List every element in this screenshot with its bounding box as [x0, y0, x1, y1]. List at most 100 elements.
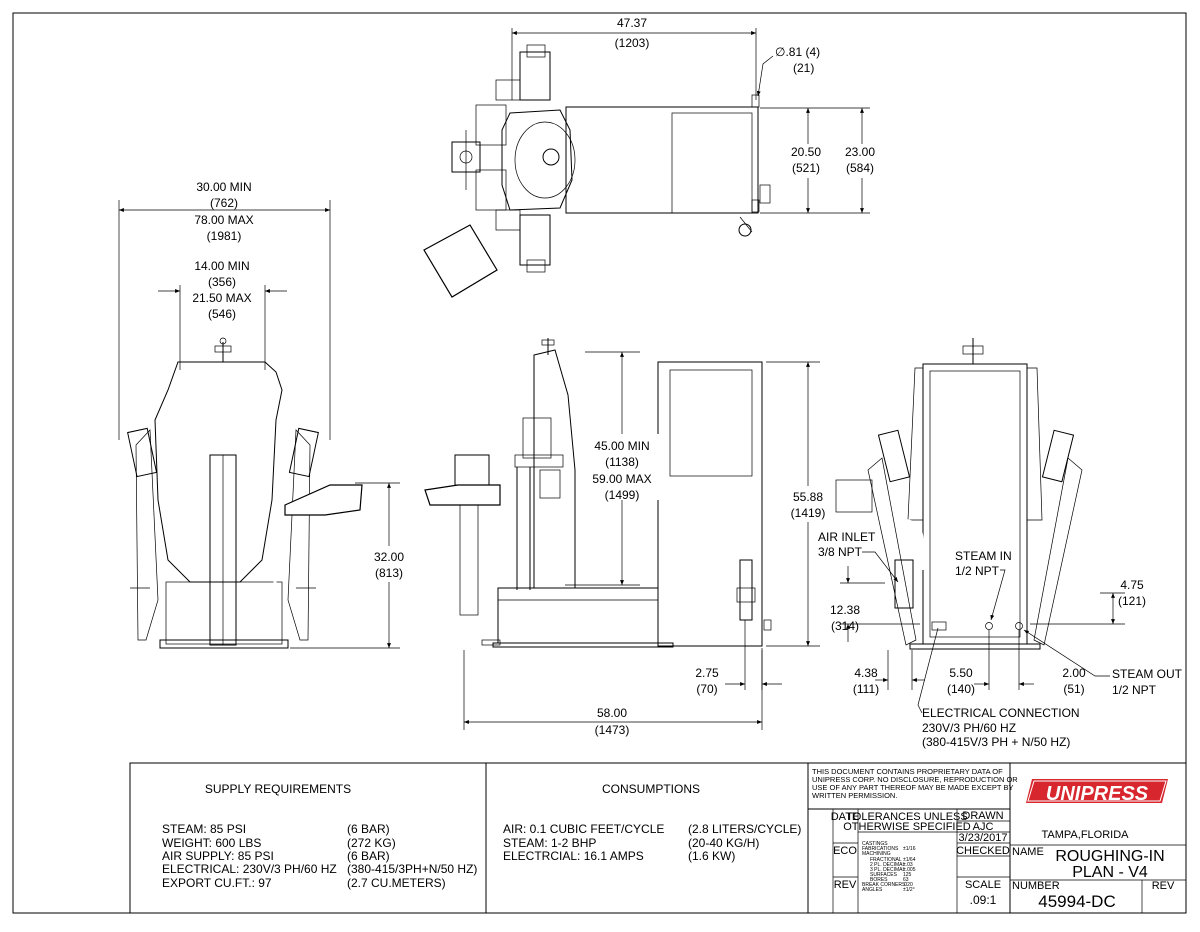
tol-item-value: ±1/2° — [903, 887, 915, 893]
consumption-row-value: (20-40 KG/H) — [688, 836, 759, 850]
supply-row-label: WEIGHT: 600 LBS — [162, 836, 261, 850]
tol-item-value: ±1/16 — [903, 846, 916, 852]
tol-item-label: 3 PL. DECIMAL — [870, 867, 906, 873]
steam-out-npt: 1/2 NPT — [1112, 683, 1157, 697]
top-depth2-in: 23.00 — [845, 145, 875, 159]
top-width-in: 47.37 — [617, 16, 647, 30]
proprietary-notice-line: THIS DOCUMENT CONTAINS PROPRIETARY DATA … — [812, 767, 1003, 776]
tol-item-value: 63 — [903, 877, 909, 883]
rear-height-in: 12.38 — [830, 603, 860, 617]
drawing-name-line2: PLAN - V4 — [1072, 864, 1148, 881]
proprietary-notice-line: UNIPRESS CORP. NO DISCLOSURE, REPRODUCTI… — [812, 775, 1018, 784]
tol-item-label: BORES — [870, 877, 888, 883]
side-offset-in: 2.75 — [695, 666, 719, 680]
drawn-date: 3/23/2017 — [959, 832, 1008, 844]
proprietary-notice-line: WRITTEN PERMISSION. — [812, 791, 897, 800]
supply-row-label: EXPORT CU.FT.: 97 — [162, 876, 272, 890]
rear-steam-spacing-in: 2.00 — [1062, 666, 1086, 680]
supply-row-value: (380-415/3PH+N/50 HZ) — [347, 862, 477, 876]
rear-outlet-height-in: 4.75 — [1120, 578, 1144, 592]
tol-item-value: ±.005 — [903, 867, 916, 873]
unipress-logo: UNIPRESS — [1026, 779, 1168, 805]
front-height-mm: (813) — [375, 566, 403, 580]
tol-item-label: FRACTIONAL — [870, 857, 902, 863]
supply-row-value: (272 KG) — [347, 836, 396, 850]
consumption-row-label: AIR: 0.1 CUBIC FEET/CYCLE — [503, 822, 664, 836]
name-label: NAME — [1012, 846, 1044, 858]
steam-in-label: STEAM IN — [955, 549, 1012, 563]
front-arm-min-mm: (356) — [208, 275, 236, 289]
electrical-connection-export: (380-415V/3 PH + N/50 HZ) — [922, 735, 1070, 749]
rear-steam-in-pos-mm: (140) — [947, 682, 975, 696]
tol-item-label: CASTINGS — [862, 841, 888, 847]
side-lift-min-mm: (1138) — [605, 455, 639, 469]
proprietary-notice-line: USE OF ANY PART THEREOF MAY BE MADE EXCE… — [812, 783, 1013, 792]
front-arm-max-in: 21.50 MAX — [192, 291, 251, 305]
consumption-row-label: ELECTRCIAL: 16.1 AMPS — [503, 849, 644, 863]
front-width-min-in: 30.00 MIN — [196, 180, 251, 194]
supply-heading: SUPPLY REQUIREMENTS — [205, 782, 351, 796]
side-height-mm: (1419) — [791, 506, 826, 520]
tol-item-label: BREAK CORNERS — [862, 882, 906, 888]
title-block: THIS DOCUMENT CONTAINS PROPRIETARY DATA … — [807, 762, 1187, 914]
top-depth1-in: 20.50 — [791, 145, 821, 159]
supply-table: SUPPLY REQUIREMENTS STEAM: 85 PSI (6 BAR… — [129, 762, 809, 914]
rear-steam-spacing-mm: (51) — [1063, 682, 1084, 696]
top-width-mm: (1203) — [615, 36, 650, 50]
hole-size-in: ∅.81 (4) — [775, 45, 820, 59]
rear-foot-mm: (111) — [853, 682, 879, 696]
rear-outlet-height-mm: (121) — [1118, 594, 1146, 608]
side-offset-mm: (70) — [696, 682, 717, 696]
front-width-max-mm: (1981) — [207, 229, 242, 243]
air-inlet-npt: 3/8 NPT — [818, 545, 863, 559]
side-lift-max-mm: (1499) — [605, 488, 640, 502]
supply-row-label: ELECTRICAL: 230V/3 PH/60 HZ — [162, 862, 337, 876]
front-width-min-mm: (762) — [210, 196, 238, 210]
number-label: NUMBER — [1012, 880, 1060, 892]
side-height-in: 55.88 — [793, 490, 823, 504]
rear-foot-in: 4.38 — [854, 666, 878, 680]
rear-view: AIR INLET 3/8 NPT STEAM IN 1/2 NPT STEAM… — [818, 338, 1183, 749]
front-height-in: 32.00 — [374, 550, 404, 564]
consumption-row-value: (2.8 LITERS/CYCLE) — [688, 822, 801, 836]
logo-text: UNIPRESS — [1046, 783, 1149, 805]
hole-size-mm: (21) — [793, 61, 814, 75]
drawing-name-line1: ROUGHING-IN — [1055, 848, 1164, 865]
scale-label: SCALE — [965, 879, 1001, 891]
supply-row-value: (2.7 CU.METERS) — [347, 876, 446, 890]
front-width-max-in: 78.00 MAX — [194, 213, 253, 227]
supply-row-value: (6 BAR) — [347, 849, 390, 863]
rev-column-label: REV — [1152, 880, 1175, 892]
electrical-connection-label: ELECTRICAL CONNECTION — [922, 706, 1080, 720]
tol-item-label: ANGLES — [862, 887, 883, 893]
top-depth2-mm: (584) — [846, 161, 874, 175]
consumptions-table: CONSUMPTIONS AIR: 0.1 CUBIC FEET/CYCLE (… — [503, 782, 801, 863]
company-location: TAMPA,FLORIDA — [1042, 829, 1130, 841]
side-length-mm: (1473) — [595, 723, 630, 737]
rear-steam-in-pos-in: 5.50 — [949, 666, 973, 680]
drawing-number: 45994-DC — [1038, 892, 1116, 911]
side-lift-min-in: 45.00 MIN — [594, 439, 649, 453]
scale-value: .09:1 — [970, 893, 997, 907]
checked-label: CHECKED — [956, 845, 1010, 857]
tol-item-label: SURFACES — [870, 872, 898, 878]
consumption-row-value: (1.6 KW) — [688, 849, 735, 863]
drawn-by: AJC — [973, 821, 994, 833]
tol-item-label: 2 PL. DECIMAL — [870, 862, 906, 868]
supply-row-value: (6 BAR) — [347, 822, 390, 836]
steam-out-label: STEAM OUT — [1112, 667, 1183, 681]
rev-label: REV — [834, 879, 857, 891]
steam-in-npt: 1/2 NPT — [955, 564, 1000, 578]
date-label: DATE — [831, 811, 860, 823]
tol-item-value: 125 — [903, 872, 912, 878]
top-depth1-mm: (521) — [792, 161, 820, 175]
consumption-row-label: STEAM: 1-2 BHP — [503, 836, 596, 850]
tol-item-label: FABRICATIONS — [862, 846, 899, 852]
tol-item-label: MACHINING — [862, 851, 891, 857]
rear-height-mm: (314) — [831, 619, 859, 633]
side-lift-max-in: 59.00 MAX — [592, 472, 651, 486]
side-view: 45.00 MIN (1138) 59.00 MAX (1499) 55.88 … — [424, 338, 830, 737]
front-arm-min-in: 14.00 MIN — [194, 259, 249, 273]
